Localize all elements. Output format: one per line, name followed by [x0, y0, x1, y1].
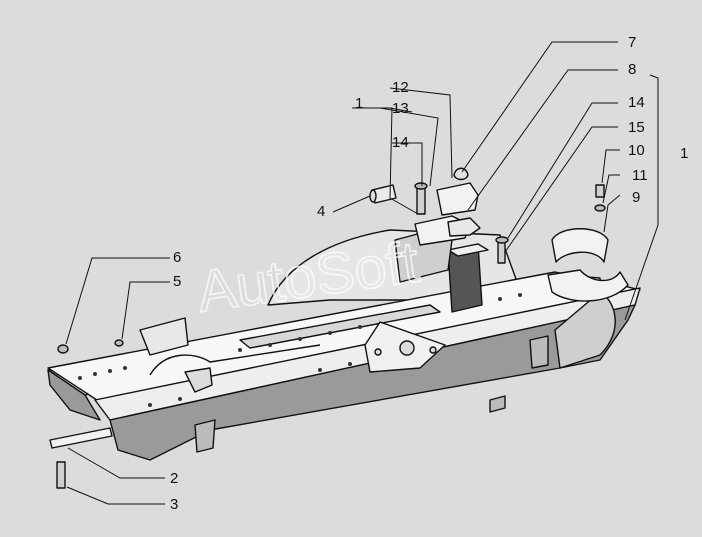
callout-7: 7	[628, 34, 636, 51]
washer-15	[495, 236, 509, 244]
leader-lines	[65, 41, 659, 505]
callout-1-left: 1	[355, 95, 363, 112]
callout-13: 13	[392, 100, 409, 117]
callout-15: 15	[628, 119, 645, 136]
callout-6: 6	[173, 249, 181, 266]
callouts: 7 8 12 13 1 14 14 15 10 11 9 1 4 6 5 2 3	[170, 34, 688, 513]
callout-14-right: 14	[628, 94, 645, 111]
front-bracket	[139, 317, 189, 356]
callout-14-left: 14	[392, 134, 409, 151]
callout-11: 11	[632, 167, 648, 184]
bushing-lower-half	[547, 269, 629, 302]
gusset-hole-small	[429, 346, 437, 354]
bushing-upper-half	[551, 228, 609, 263]
callout-10: 10	[628, 142, 645, 159]
callout-2: 2	[170, 470, 178, 487]
nut-6	[57, 344, 69, 354]
bolt-3	[56, 461, 66, 489]
callout-12: 12	[392, 79, 409, 96]
slot-plate	[239, 304, 441, 349]
callout-9: 9	[632, 189, 640, 206]
callout-1-right: 1	[680, 145, 688, 162]
chassis-frame-drawing	[47, 167, 641, 489]
washer-11	[594, 204, 606, 212]
callout-4: 4	[317, 203, 325, 220]
nut-13-left	[414, 182, 428, 190]
clamp-block-7	[436, 182, 479, 216]
washer-5	[114, 339, 124, 347]
bolt-10	[595, 184, 605, 198]
mid-leg	[489, 395, 506, 413]
centre-post-top	[447, 243, 489, 257]
front-leg	[194, 419, 216, 453]
gusset-hole	[399, 340, 415, 356]
callout-8: 8	[628, 61, 636, 78]
clamp-block-8	[447, 217, 481, 237]
rear-leg	[529, 335, 549, 369]
retainer-ring	[453, 167, 469, 181]
callout-3: 3	[170, 496, 178, 513]
gusset-hole-small	[374, 348, 382, 356]
callout-5: 5	[173, 273, 181, 290]
rail-holes	[78, 293, 522, 407]
pin-end	[369, 189, 377, 203]
lock-strip-2	[49, 427, 113, 449]
bolt-14-left	[416, 187, 426, 215]
curved-slot	[149, 344, 321, 376]
hook-clamp	[184, 367, 213, 393]
frame-far-web	[47, 369, 101, 421]
